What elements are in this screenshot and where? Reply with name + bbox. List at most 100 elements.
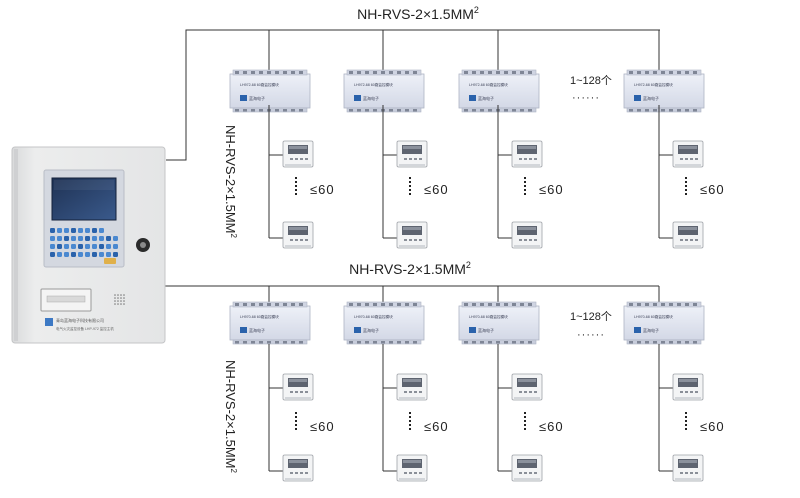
host-key[interactable] <box>113 236 118 241</box>
bottom-bus-wire <box>160 285 660 302</box>
host-key[interactable] <box>92 252 97 257</box>
host-key[interactable] <box>99 244 104 249</box>
host-key[interactable] <box>64 252 69 257</box>
host-key[interactable] <box>99 236 104 241</box>
detector-display <box>678 378 698 387</box>
node-limit-label: ≤60 <box>539 182 564 197</box>
continuation-dot <box>685 189 687 191</box>
continuation-dot <box>295 193 297 195</box>
sensor-detector <box>396 373 428 401</box>
host-key[interactable] <box>57 236 62 241</box>
bottom-branch-label: NH-RVS-2×1.5MM2 <box>223 360 238 473</box>
host-key[interactable] <box>71 252 76 257</box>
host-lcd-screen <box>51 177 117 221</box>
module-model-label: LH970-68 60路监控模块 <box>354 314 393 319</box>
detector-display <box>517 226 537 235</box>
continuation-dot <box>685 185 687 187</box>
module-model-label: LH972-68 60路监控模块 <box>240 82 279 87</box>
host-key[interactable] <box>57 244 62 249</box>
module-model-label: LH970-68 60路监控模块 <box>634 314 673 319</box>
continuation-dot <box>524 177 526 179</box>
host-key[interactable] <box>71 228 76 233</box>
host-key[interactable] <box>64 236 69 241</box>
node-limit-label: ≤60 <box>424 419 449 434</box>
sensor-detector <box>672 373 704 401</box>
host-key[interactable] <box>85 244 90 249</box>
host-key[interactable] <box>106 252 111 257</box>
continuation-dot <box>685 193 687 195</box>
node-limit-label: ≤60 <box>700 182 725 197</box>
module-model-label: LH972-68 60路监控模块 <box>469 82 508 87</box>
continuation-dot <box>409 181 411 183</box>
host-key[interactable] <box>85 236 90 241</box>
module-brand-logo <box>240 327 247 333</box>
sensor-detector <box>511 454 543 482</box>
host-key[interactable] <box>106 244 111 249</box>
continuation-dot <box>524 181 526 183</box>
continuation-dot <box>295 420 297 422</box>
detector-display <box>517 145 537 154</box>
host-key[interactable] <box>50 228 55 233</box>
module-brand-logo <box>354 95 361 101</box>
host-key[interactable] <box>64 244 69 249</box>
host-key[interactable] <box>71 244 76 249</box>
host-key[interactable] <box>50 236 55 241</box>
host-key[interactable] <box>71 236 76 241</box>
host-key[interactable] <box>57 252 62 257</box>
host-key[interactable] <box>92 244 97 249</box>
host-key[interactable] <box>113 252 118 257</box>
node-limit-label: ≤60 <box>424 182 449 197</box>
continuation-dot <box>295 428 297 430</box>
host-key[interactable] <box>99 228 104 233</box>
host-key[interactable] <box>85 228 90 233</box>
top-bus-wire <box>166 29 660 161</box>
continuation-dot <box>685 420 687 422</box>
sensor-detector <box>672 140 704 168</box>
module-brand-label: 蓝海电子 <box>478 95 494 101</box>
host-key[interactable] <box>92 236 97 241</box>
sensor-detector <box>511 140 543 168</box>
host-key[interactable] <box>50 252 55 257</box>
module-brand-logo <box>469 95 476 101</box>
detector-display <box>402 459 422 468</box>
continuation-dot <box>295 189 297 191</box>
host-key[interactable] <box>78 252 83 257</box>
host-enter-key[interactable] <box>104 258 116 264</box>
continuation-dot <box>524 428 526 430</box>
detector-display <box>402 145 422 154</box>
host-key[interactable] <box>50 244 55 249</box>
host-key[interactable] <box>99 252 104 257</box>
node-limit-label: ≤60 <box>310 182 335 197</box>
host-key[interactable] <box>78 236 83 241</box>
detector-display <box>402 226 422 235</box>
host-key[interactable] <box>106 236 111 241</box>
host-company-label: 青岛蓝海电子科技有限公司 <box>56 317 104 323</box>
module-brand-label: 蓝海电子 <box>363 327 379 333</box>
host-keypad <box>50 228 118 264</box>
host-key[interactable] <box>57 228 62 233</box>
continuation-dot <box>409 193 411 195</box>
detector-display <box>288 145 308 154</box>
module-brand-label: 蓝海电子 <box>478 327 494 333</box>
host-key[interactable] <box>85 252 90 257</box>
continuation-dot <box>685 424 687 426</box>
continuation-dot <box>524 189 526 191</box>
host-key[interactable] <box>92 228 97 233</box>
continuation-dot <box>295 185 297 187</box>
host-key[interactable] <box>113 244 118 249</box>
host-key[interactable] <box>78 228 83 233</box>
sensor-detector <box>282 140 314 168</box>
host-key[interactable] <box>64 228 69 233</box>
host-key[interactable] <box>78 244 83 249</box>
monitoring-host-cabinet: 青岛蓝海电子科技有限公司 电气火灾监控设备 LHP-972 监控主机 <box>11 146 166 344</box>
